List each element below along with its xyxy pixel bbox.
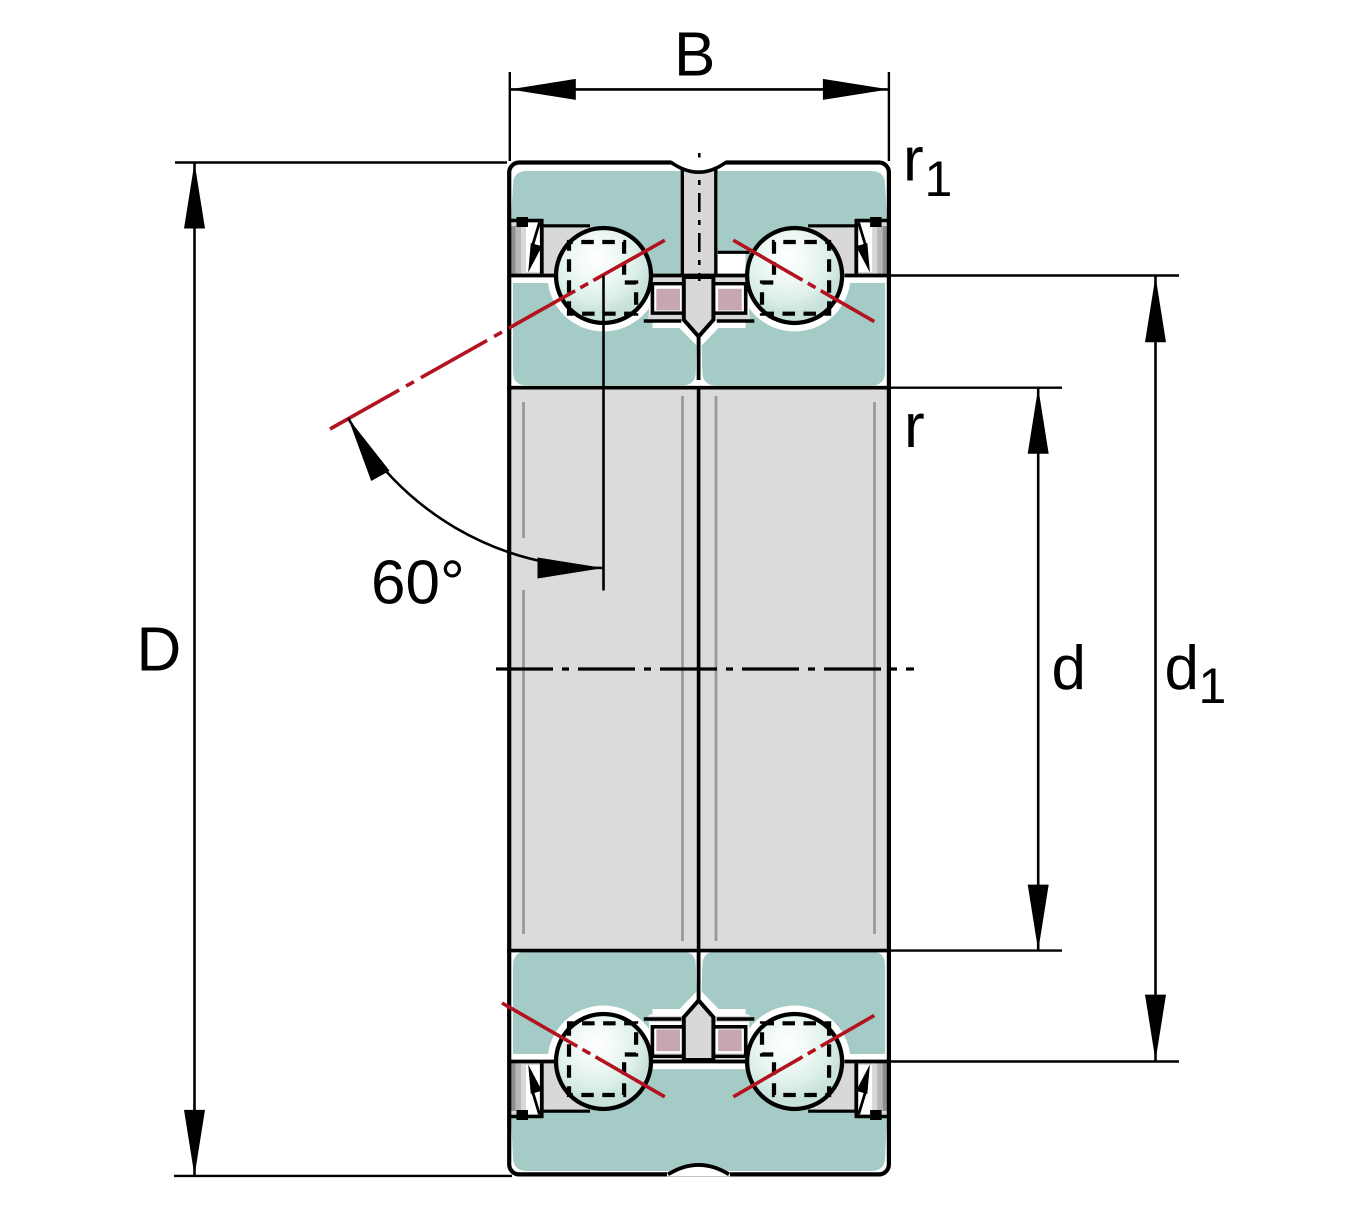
svg-text:r: r xyxy=(904,392,925,461)
svg-text:d: d xyxy=(1052,634,1086,703)
svg-text:d: d xyxy=(1165,634,1199,703)
svg-text:1: 1 xyxy=(1199,658,1227,714)
svg-text:1: 1 xyxy=(925,151,953,207)
svg-text:60°: 60° xyxy=(371,549,465,618)
svg-text:r: r xyxy=(903,126,924,195)
svg-text:B: B xyxy=(674,21,715,90)
svg-text:D: D xyxy=(137,616,182,685)
